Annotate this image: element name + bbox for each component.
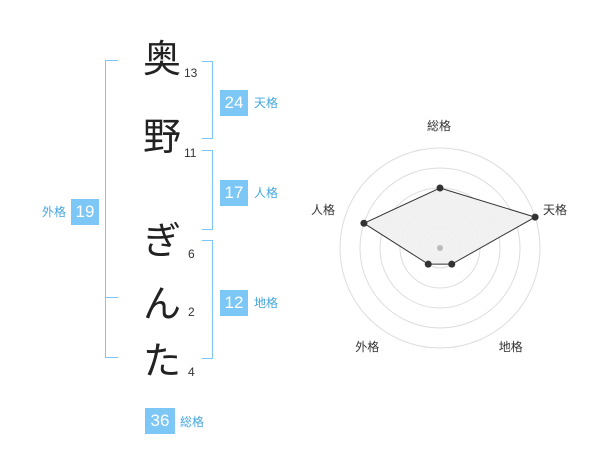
jinkaku-value: 17: [220, 180, 248, 206]
gaikaku-value: 19: [71, 199, 99, 225]
radar-point-2: [448, 260, 456, 268]
chikaku-label: 地格: [254, 296, 279, 310]
radar-point-0: [436, 184, 444, 192]
gaikaku-bracket-tick: [105, 297, 118, 298]
radar-axis-label-4: 人格: [310, 203, 335, 218]
gaikaku-bracket: [105, 60, 118, 358]
radar-ring-5: [339, 147, 541, 349]
radar-axis-label-3: 外格: [355, 339, 380, 354]
radar-point-3: [424, 260, 432, 268]
chikaku-bracket: [202, 240, 213, 359]
radar-axis-label-2: 地格: [498, 339, 523, 354]
tenkaku-label: 天格: [254, 96, 279, 110]
soukaku-label: 総格: [180, 415, 205, 429]
radar-center-dot: [437, 245, 443, 251]
name-char-1: 奥: [143, 37, 182, 81]
stroke-count-2: 11: [184, 146, 197, 160]
soukaku-value: 36: [145, 408, 175, 434]
radar-points: [360, 184, 539, 268]
radar-point-1: [531, 213, 539, 221]
radar-polygon: [362, 187, 537, 265]
jinkaku-label: 人格: [254, 186, 279, 200]
name-char-4: ん: [143, 282, 182, 326]
tenkaku-bracket: [202, 61, 213, 139]
gaikaku-label: 外格: [41, 205, 66, 219]
chikaku-value: 12: [220, 290, 248, 316]
jinkaku-bracket: [202, 150, 213, 230]
stroke-count-4: 2: [188, 305, 195, 319]
stroke-count-1: 13: [184, 66, 198, 80]
radar-axis-label-1: 天格: [543, 203, 568, 218]
stroke-count-3: 6: [188, 247, 195, 261]
radar-axis-label-0: 総格: [427, 119, 452, 133]
name-char-2: 野: [143, 115, 182, 159]
stroke-count-5: 4: [188, 365, 195, 379]
radar-point-4: [360, 219, 368, 227]
radar-ring-4: [359, 167, 521, 329]
tenkaku-value: 24: [220, 90, 248, 116]
name-char-3: ぎ: [143, 219, 182, 263]
name-char-5: た: [143, 339, 182, 383]
